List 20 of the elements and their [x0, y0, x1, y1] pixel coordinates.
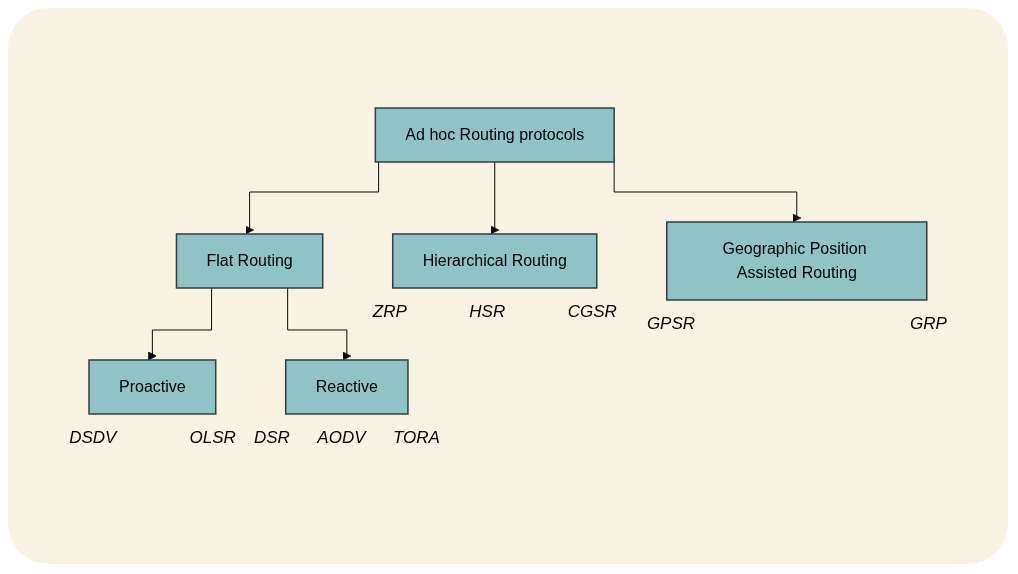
- protocol-name: TORA: [393, 428, 440, 448]
- protocol-name: GRP: [910, 314, 947, 334]
- arrow: [148, 287, 213, 361]
- protocol-name: OLSR: [189, 428, 236, 448]
- node-box: Hierarchical Routing: [392, 233, 598, 289]
- protocol-name: HSR: [469, 302, 506, 322]
- protocol-name: GPSR: [646, 314, 696, 334]
- node-box: Flat Routing: [175, 233, 324, 289]
- protocol-name: DSR: [253, 428, 290, 448]
- protocol-name: CGSR: [567, 302, 617, 322]
- arrow: [490, 161, 500, 235]
- node-box: Ad hoc Routing protocols: [374, 107, 615, 163]
- arrow: [245, 161, 380, 235]
- protocol-name: ZRP: [372, 302, 407, 322]
- node-box: Proactive: [88, 359, 217, 415]
- protocol-name: AODV: [317, 428, 366, 448]
- node-box: Reactive: [285, 359, 409, 415]
- protocol-name: DSDV: [69, 428, 117, 448]
- arrow: [287, 287, 352, 361]
- node-box: Geographic Position Assisted Routing: [666, 221, 928, 301]
